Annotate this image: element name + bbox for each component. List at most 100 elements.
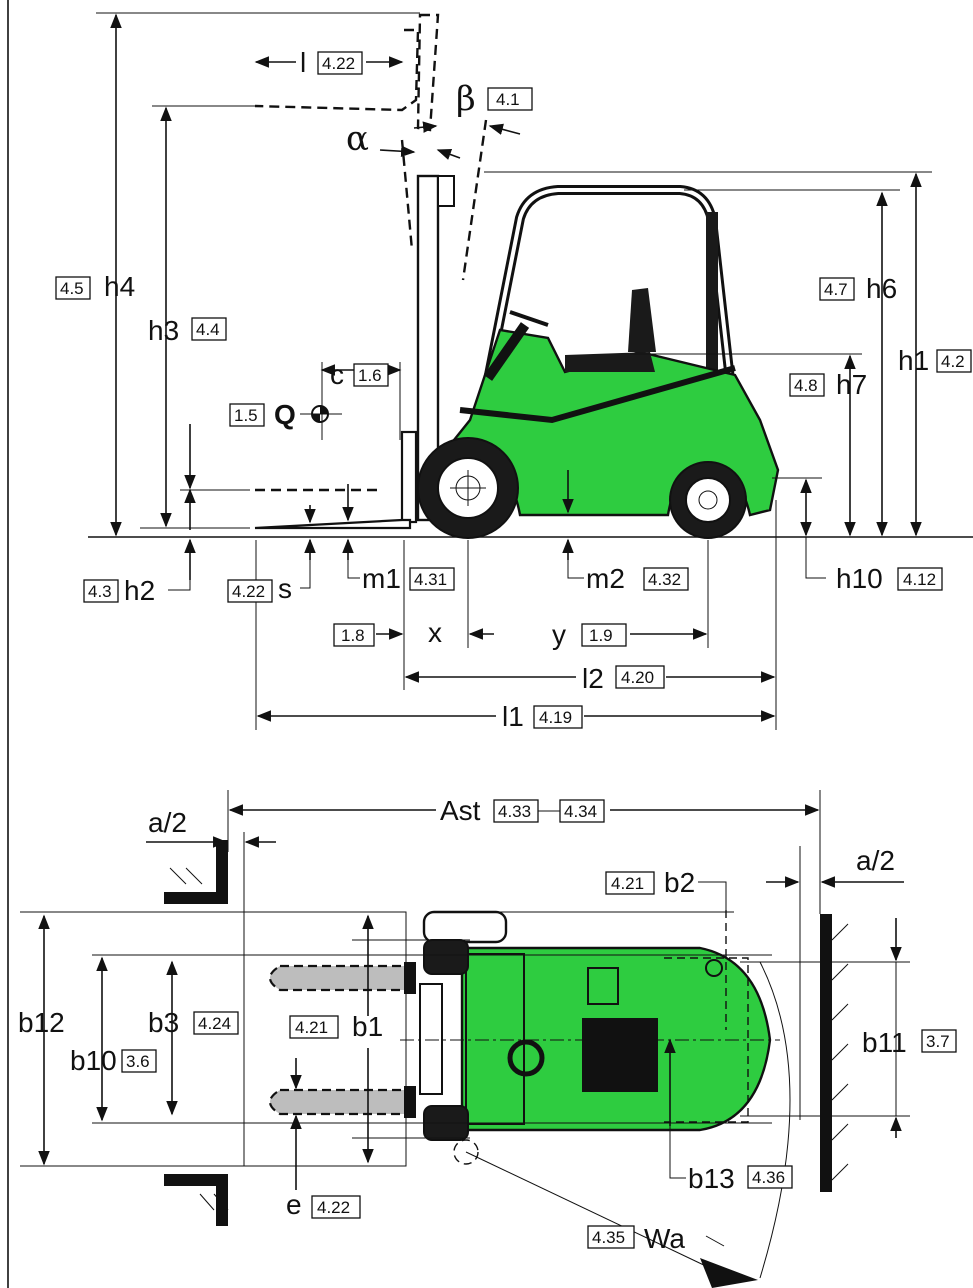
fork-raised-dashed bbox=[254, 28, 420, 112]
s-leader bbox=[300, 560, 311, 589]
h7-ref-box bbox=[789, 373, 825, 397]
side-view: h4 4.5 h3 4.4 h6 4.7 h1 4.2 h7 4.8 h2 4.… bbox=[55, 12, 973, 732]
l1-label: l1 bbox=[502, 701, 524, 732]
m1-ref: 4.31 bbox=[414, 570, 447, 589]
body-trim bbox=[459, 365, 736, 424]
b2-leader bbox=[698, 881, 727, 910]
steering-wheel bbox=[509, 310, 549, 327]
h6-ref: 4.7 bbox=[824, 280, 848, 299]
alpha-arrow bbox=[379, 145, 416, 157]
h10-ref-box bbox=[897, 567, 943, 591]
tilt-alpha-line bbox=[400, 139, 414, 251]
steering-column bbox=[483, 322, 530, 381]
b2-label: b2 bbox=[664, 867, 695, 898]
seat-base bbox=[565, 352, 655, 372]
rear-rim bbox=[685, 477, 731, 523]
b10-ref: 3.6 bbox=[126, 1052, 150, 1071]
a-half-right-label: a/2 bbox=[856, 845, 895, 876]
b3-label: b3 bbox=[148, 1007, 179, 1038]
y-label: y bbox=[552, 619, 566, 650]
beta-arrow-left bbox=[413, 121, 438, 133]
top-view: Ast 4.33 4.34 a/2 a/2 4.21 b2 b12 b3 4.2… bbox=[18, 790, 957, 1288]
fork-heel-top bbox=[404, 962, 416, 994]
b1-ref: 4.21 bbox=[295, 1018, 328, 1037]
alpha-arrow-2 bbox=[436, 149, 461, 160]
l1-ref-box bbox=[533, 705, 583, 729]
h2-ref: 4.3 bbox=[88, 582, 112, 601]
h1-label: h1 bbox=[898, 345, 929, 376]
b3-ref: 4.24 bbox=[198, 1014, 231, 1033]
l-ref-box bbox=[317, 51, 363, 75]
fork-heel-bottom bbox=[404, 1086, 416, 1118]
s-label: s bbox=[278, 573, 292, 604]
c-ref-box bbox=[353, 363, 389, 387]
mast-inner bbox=[416, 174, 440, 522]
l1-ref: 4.19 bbox=[539, 708, 572, 727]
front-tyre-top-left bbox=[423, 939, 469, 975]
fork-carriage bbox=[400, 430, 418, 524]
seat-top bbox=[582, 1018, 658, 1092]
display-panel bbox=[587, 967, 619, 1005]
h2-label: h2 bbox=[124, 575, 155, 606]
carriage-top bbox=[419, 983, 443, 1095]
q-label: Q bbox=[274, 399, 296, 430]
rear-hub bbox=[698, 490, 718, 510]
b1-label: b1 bbox=[352, 1011, 383, 1042]
overhead-guard-highlight bbox=[486, 188, 732, 381]
beta-arrow-right bbox=[488, 123, 521, 135]
x-ref: 1.8 bbox=[341, 626, 365, 645]
h4-ref: 4.5 bbox=[60, 279, 84, 298]
h10-label: h10 bbox=[836, 563, 883, 594]
l2-ref: 4.20 bbox=[621, 668, 654, 687]
pallet-outline bbox=[243, 911, 407, 1167]
wa-leader bbox=[705, 1235, 725, 1247]
m2-ref: 4.32 bbox=[648, 570, 681, 589]
b13-ref: 4.36 bbox=[752, 1168, 785, 1187]
c-ref: 1.6 bbox=[358, 366, 382, 385]
h6-label: h6 bbox=[866, 273, 897, 304]
s-ref: 4.22 bbox=[232, 582, 265, 601]
h4-ref-box bbox=[55, 276, 91, 300]
h1-ref: 4.2 bbox=[941, 352, 965, 371]
overhead-guard-top bbox=[422, 910, 508, 944]
x-ref-box bbox=[333, 623, 375, 647]
fork-top bbox=[268, 964, 414, 992]
rear-axle-dashed bbox=[664, 957, 749, 1123]
alpha-label: α bbox=[346, 119, 369, 159]
b3-ref-box bbox=[193, 1011, 239, 1035]
e-ref: 4.22 bbox=[317, 1198, 350, 1217]
m1-ref-box bbox=[409, 567, 455, 591]
s-ref-box bbox=[227, 579, 273, 603]
l-label: l bbox=[300, 47, 306, 78]
b12-label: b12 bbox=[18, 1007, 65, 1038]
ast-ref-1: 4.33 bbox=[498, 802, 531, 821]
wa-radius-line bbox=[465, 1151, 711, 1269]
h2-leader bbox=[168, 540, 191, 591]
wa-label: Wa bbox=[644, 1223, 685, 1254]
rear-post bbox=[706, 212, 718, 382]
h7-ref: 4.8 bbox=[794, 376, 818, 395]
beta-ref-box bbox=[487, 87, 533, 111]
h10-leader bbox=[805, 537, 826, 579]
wa-arrow-head bbox=[700, 1258, 758, 1288]
x-label: x bbox=[428, 617, 442, 648]
h2-ref-box bbox=[83, 579, 119, 603]
b10-label: b10 bbox=[70, 1045, 117, 1076]
fork-bottom bbox=[268, 1088, 414, 1116]
b11-ref-box bbox=[921, 1029, 957, 1053]
m2-leader bbox=[567, 560, 584, 579]
b11-ref: 3.7 bbox=[926, 1032, 950, 1051]
b13-ref-box bbox=[747, 1165, 793, 1189]
pivot-point bbox=[705, 959, 723, 977]
h7-label: h7 bbox=[836, 369, 867, 400]
turning-pivot bbox=[453, 1139, 479, 1165]
m1-label: m1 bbox=[362, 563, 401, 594]
mast-top-roller bbox=[437, 175, 455, 207]
h6-ref-box bbox=[819, 277, 855, 301]
wall-hatch bbox=[169, 867, 849, 1211]
m1-leader bbox=[347, 560, 360, 579]
h4-label: h4 bbox=[104, 271, 135, 302]
m2-label: m2 bbox=[586, 563, 625, 594]
c-label: c bbox=[330, 359, 344, 390]
